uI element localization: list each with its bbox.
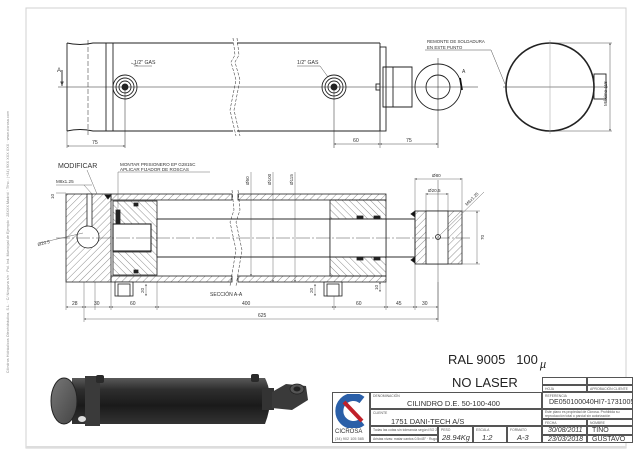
section-label: SECCIÓN A-A (210, 291, 243, 298)
ownership-note: Este plano es propiedad de Cicrosa. Proh… (545, 410, 620, 418)
note-modify: MODIFICAR (58, 163, 97, 170)
dim-pin-bore: Ø20.5 (37, 239, 51, 247)
date-column-label: FECHA (545, 421, 557, 425)
dim-10-left: 10 (50, 193, 55, 199)
dim-overall: 625 (258, 313, 267, 319)
company-phone: (34) 902 105 585 (335, 437, 364, 441)
eye-dia: Ø80 (432, 173, 441, 178)
port-height-left: 20 (140, 287, 145, 293)
dim-top-left: 75 (92, 140, 98, 146)
dim-top-right-b: 75 (406, 138, 412, 144)
section-view (56, 180, 470, 320)
client-value: 1751 DANI-TECH A/S (391, 417, 465, 426)
top-view (58, 37, 506, 148)
section-labels: MODIFICAR M8x1.25 MONTAR PRISIONERO EP G… (37, 162, 485, 319)
weight-value: 28.94Kg (442, 433, 470, 442)
note-mount-line1: MONTAR PRISIONERO EP G2815C (120, 162, 196, 167)
note-thread: M8x1.25 (56, 179, 74, 184)
end-view (503, 40, 612, 134)
company-logo-icon (335, 394, 365, 428)
top-view-labels: 1/2" GAS 1/2" GAS A A 75 60 75 REMONTE D… (57, 39, 485, 146)
name-created: TINO (592, 427, 609, 434)
date-modified: 23/03/2018 (548, 435, 584, 443)
general-tolerance-note: Todas las cotas sin tolerancia según ISO… (373, 428, 438, 432)
edge-finish-note: Aristas vivas: matar cantos 0.5x45° · Ru… (373, 436, 438, 441)
port-label-right: 1/2" GAS (297, 60, 319, 66)
port-height-right: 20 (309, 287, 314, 293)
designation-value: CILINDRO D.E. 50-100-400 (407, 399, 500, 408)
dim-bottom-2: 30 (94, 301, 100, 307)
format-value: A-3 (517, 433, 529, 442)
name-column-label: NOMBRE (590, 421, 605, 425)
section-marker-left: A (57, 68, 61, 74)
designation-cell: DENOMINACIÓN CILINDRO D.E. 50-100-400 (370, 392, 542, 409)
reference-cell: REFERENCIA DE050100040HI7-1731005 (542, 392, 633, 409)
eye-bore: Ø20.5 (428, 188, 441, 193)
end-view-dim: Máximo 118 (603, 81, 608, 106)
date-created: 30/08/2011 (548, 427, 583, 434)
port-label-left: 1/2" GAS (134, 60, 156, 66)
dim-bottom-1: 28 (72, 301, 78, 307)
sheet-label: HOJA (545, 387, 555, 391)
client-approval-label: APROBACIÓN CLIENTE (590, 387, 628, 391)
format-cell: FORMATO A-3 (507, 426, 542, 443)
title-block: CICROSA (34) 902 105 585 DENOMINACIÓN CI… (332, 377, 633, 443)
weight-cell: PESO 28.94Kg (438, 426, 473, 443)
dim-bottom-6: 45 (396, 301, 402, 307)
coating-thickness: 100 (516, 352, 538, 367)
dim-bottom-4: 400 (242, 301, 251, 307)
dia-tube: Ø115 (289, 174, 294, 185)
section-dimensions (39, 169, 485, 322)
scale-cell: ESCALA 1:2 (473, 426, 507, 443)
eye-grease-thread: M6x1.25 (464, 191, 480, 207)
reference-value: DE050100040HI7-1731005 (549, 399, 633, 406)
dim-bottom-3: 60 (130, 301, 136, 307)
company-logo-cell: CICROSA (34) 902 105 585 (332, 392, 370, 443)
cylinder-3d-render (50, 374, 308, 426)
weld-note-line2: EN ESTE PUNTO (427, 45, 463, 50)
dim-bottom-7: 30 (422, 301, 428, 307)
dim-bottom-5: 60 (356, 301, 362, 307)
dia-bore: Ø100 (267, 173, 272, 185)
dim-10-right: 10 (374, 284, 379, 290)
eye-width: 70 (480, 234, 485, 240)
scale-value: 1:2 (482, 433, 493, 442)
side-legal-note: Cilindros Hidráulicos Oleohidráulica, S.… (6, 110, 10, 374)
dia-rod: Ø50 (245, 176, 250, 185)
ral-code: RAL 9005 (448, 352, 506, 367)
weld-note-line1: REMONTE DE SOLDADURA (427, 39, 485, 44)
note-mount-line2: APLICAR FIJADOR DE ROSCAS (120, 167, 189, 172)
thickness-unit: µ (539, 359, 547, 371)
company-name: CICROSA (335, 429, 363, 435)
dim-top-right-a: 60 (353, 138, 359, 144)
client-cell: CLIENTE 1751 DANI-TECH A/S (370, 409, 542, 426)
no-laser-note: NO LASER (452, 375, 518, 390)
name-modified: GUSTAVO (592, 435, 626, 443)
section-marker-right: A (462, 69, 466, 75)
